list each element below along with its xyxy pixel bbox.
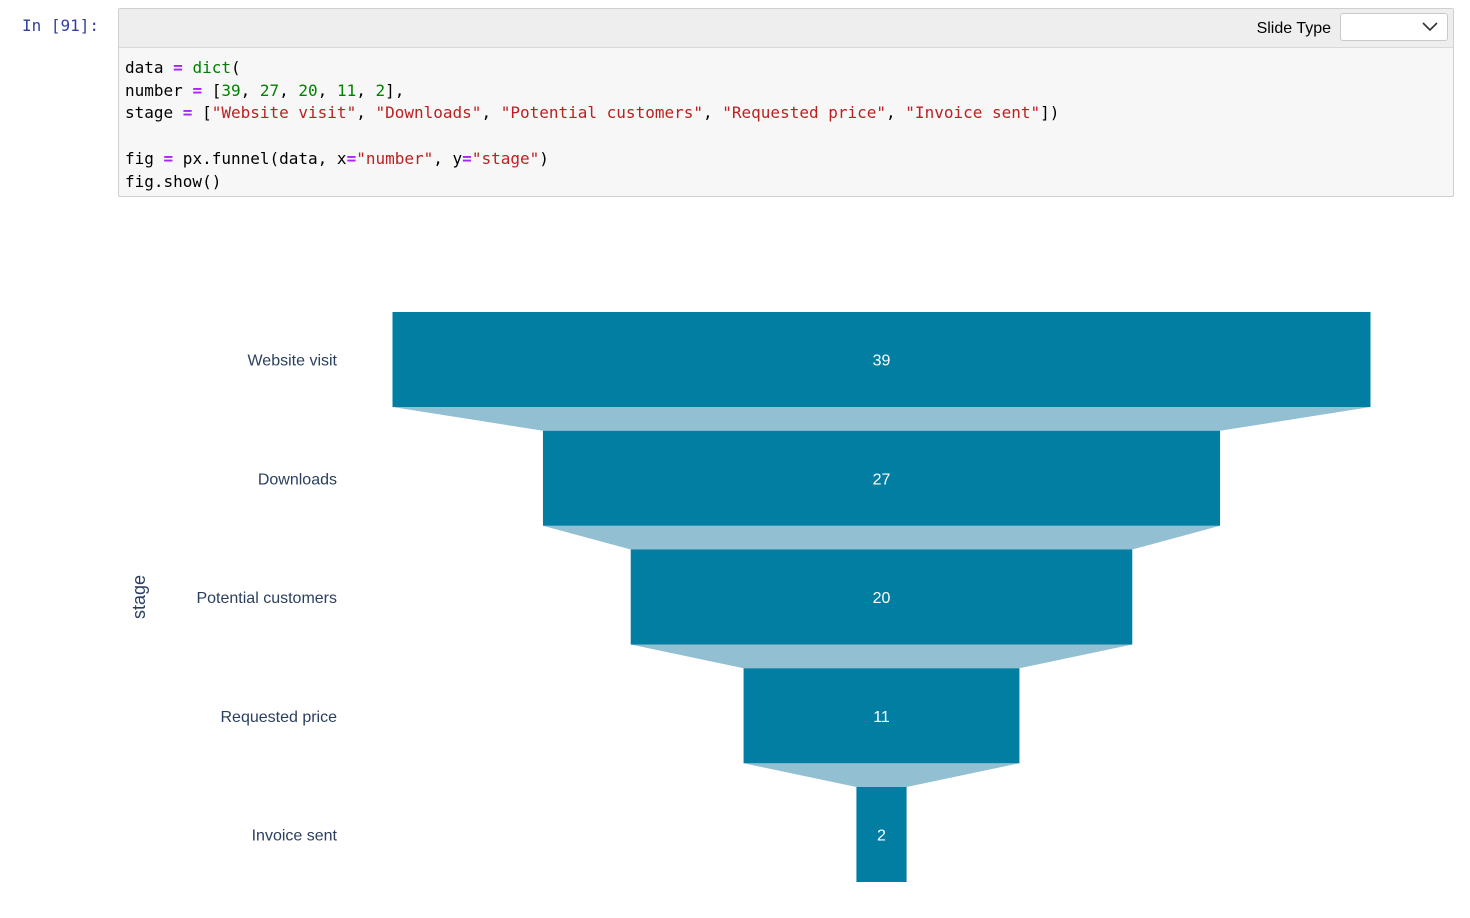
- funnel-connector: [743, 763, 1020, 787]
- cell-prompt: In [91]:: [22, 16, 100, 35]
- bar-value-label: 2: [877, 828, 886, 845]
- funnel-connector: [392, 407, 1371, 431]
- bar-value-label: 20: [873, 590, 891, 607]
- bar-value-label: 27: [873, 471, 891, 488]
- y-tick-label: Website visit: [247, 353, 337, 370]
- funnel-bar: [743, 668, 1020, 764]
- funnel-connector: [630, 644, 1133, 669]
- y-tick-label: Requested price: [220, 709, 337, 726]
- cell-toolbar: Slide Type: [119, 9, 1453, 48]
- funnel-bar: [392, 312, 1371, 407]
- bar-value-label: 39: [873, 353, 891, 370]
- funnel-connector: [542, 525, 1221, 550]
- y-axis-title: stage: [129, 575, 149, 619]
- funnel-bar: [630, 549, 1133, 645]
- y-tick-label: Potential customers: [196, 590, 337, 607]
- y-tick-label: Downloads: [258, 471, 337, 488]
- code-cell[interactable]: Slide Type data = dict( number = [39, 27…: [118, 8, 1454, 197]
- funnel-bar: [542, 430, 1221, 526]
- bar-value-label: 11: [873, 709, 890, 726]
- code-editor[interactable]: data = dict( number = [39, 27, 20, 11, 2…: [125, 58, 1060, 191]
- funnel-bar: [856, 787, 907, 882]
- chevron-down-icon: [1422, 22, 1438, 32]
- y-tick-label: Invoice sent: [252, 828, 338, 845]
- slide-type-label: Slide Type: [1256, 20, 1331, 37]
- slide-type-select[interactable]: [1340, 13, 1448, 41]
